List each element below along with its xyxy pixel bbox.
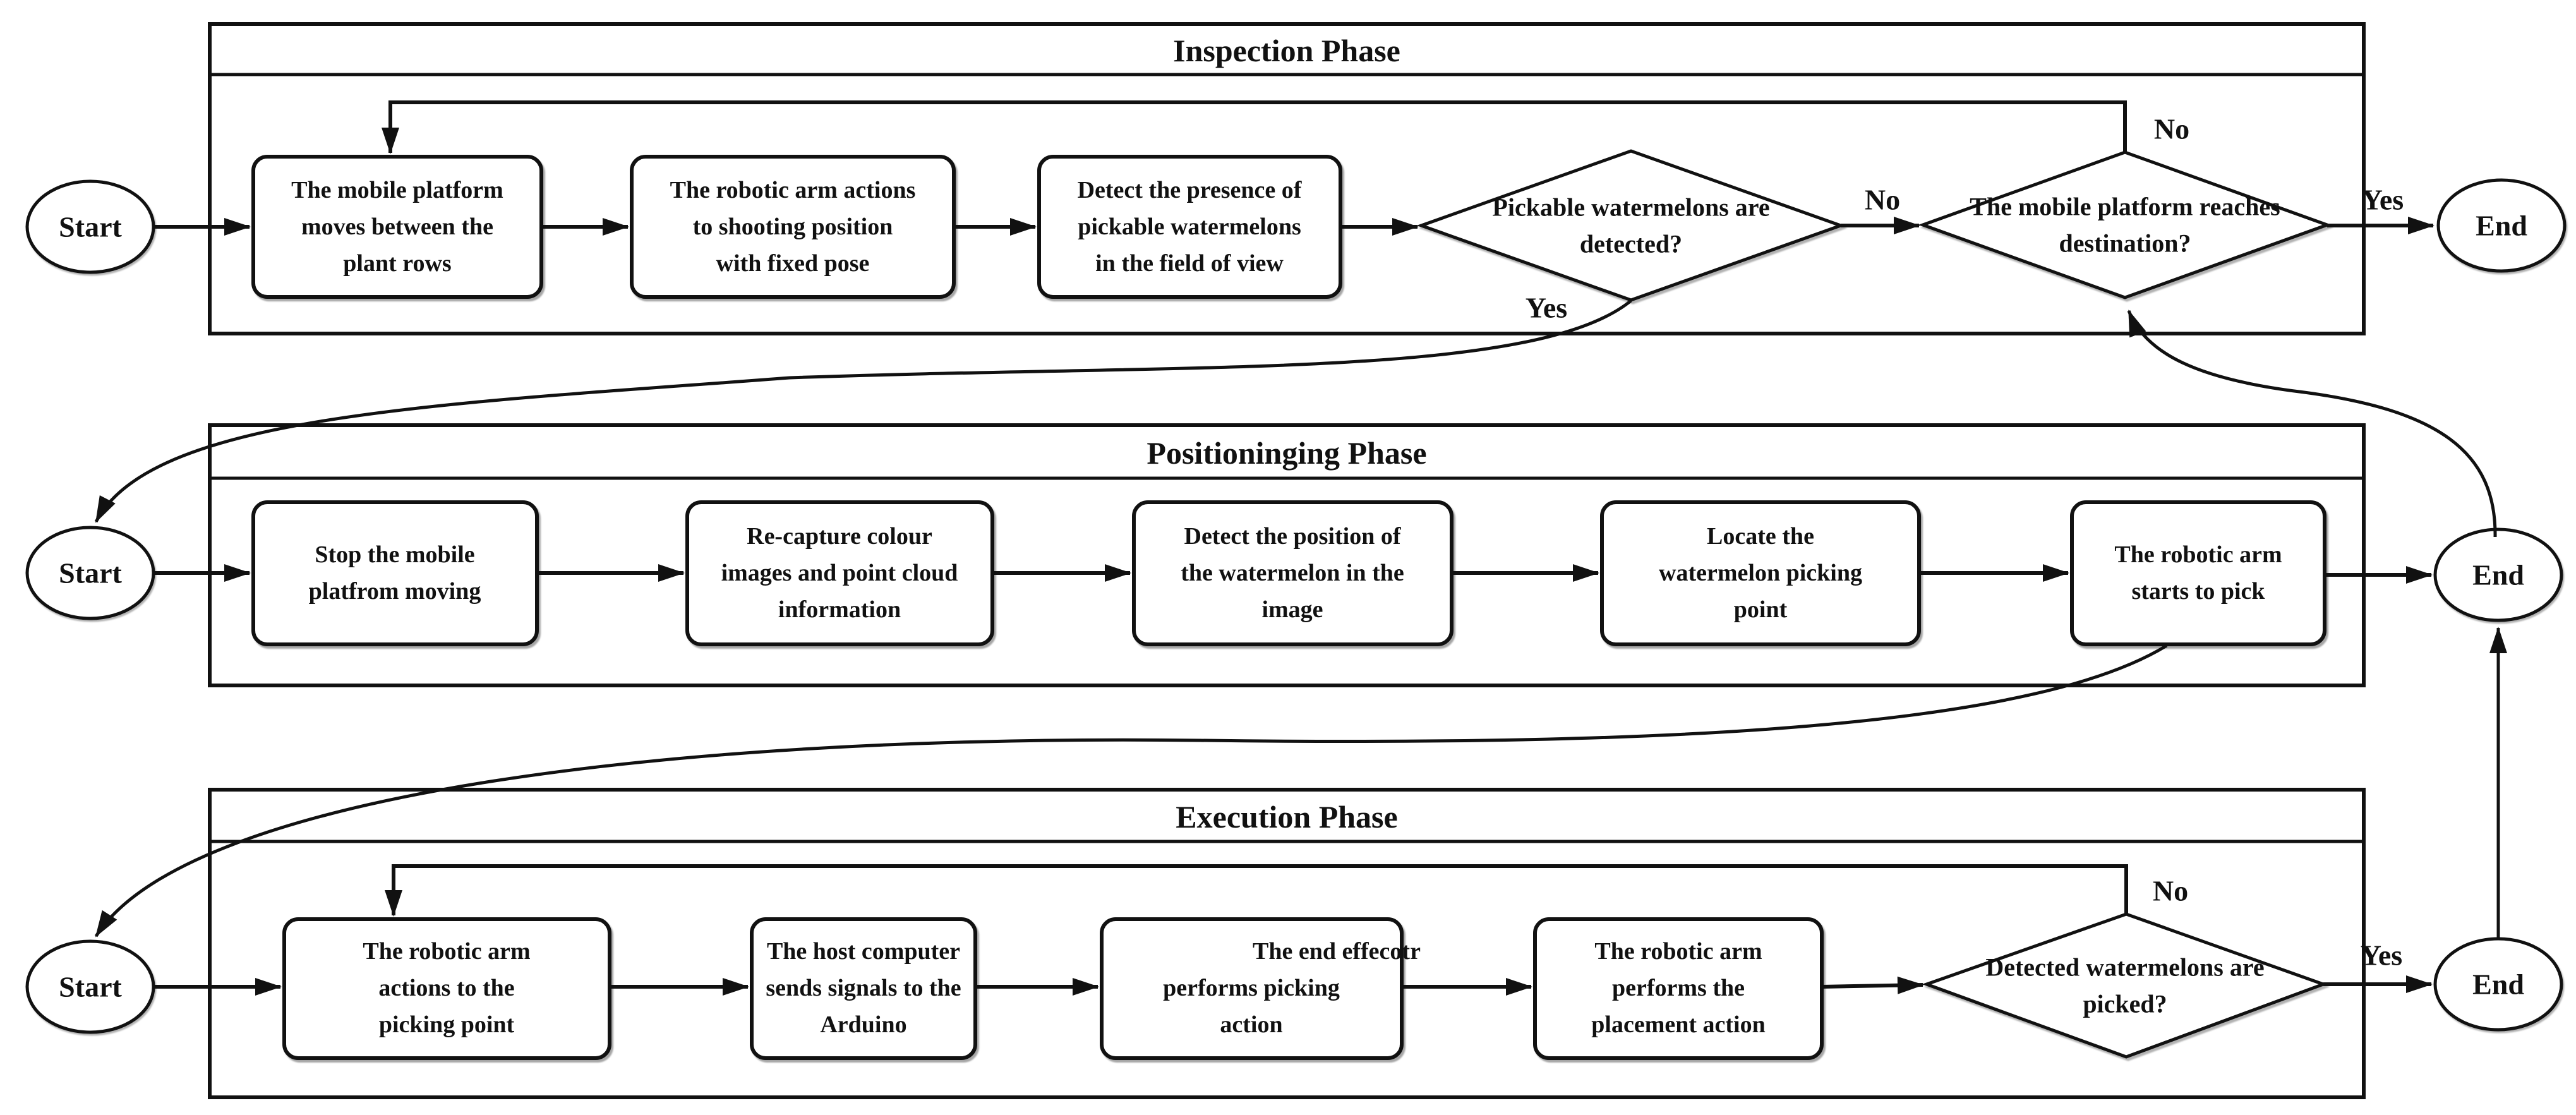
loopback-destination-no-to-box1: [382, 100, 2127, 154]
process-box-arm-shooting-position: The robotic arm actions to shooting posi…: [630, 155, 956, 299]
decision-text-line: Detected watermelons are: [1985, 953, 2264, 982]
end-label: End: [2472, 559, 2524, 591]
process-text-line: point: [1734, 596, 1788, 623]
process-box-mobile-platform-moves: The mobile platform moves between the pl…: [251, 155, 543, 299]
execution-start-terminator: Start: [25, 939, 155, 1034]
process-text-line: The end effecotr: [1253, 938, 1421, 965]
process-text-line: moves between the: [301, 214, 493, 240]
process-box-detect-presence: Detect the presence of pickable watermel…: [1037, 155, 1342, 299]
process-text-line: action: [1220, 1011, 1282, 1038]
decision-reaches-destination: The mobile platform reaches destination?: [1918, 150, 2332, 299]
process-rect: [251, 500, 539, 646]
process-box-recapture-images: Re-capture colour images and point cloud…: [685, 500, 994, 646]
process-text-line: The host computer: [767, 938, 960, 965]
process-text-line: Detect the presence of: [1078, 177, 1303, 203]
decision-text-line: detected?: [1580, 230, 1682, 258]
decision-watermelons-picked: Detected watermelons are picked?: [1922, 912, 2328, 1059]
process-text-line: watermelon picking: [1659, 560, 1862, 586]
process-box-arm-starts-pick: The robotic arm starts to pick: [2070, 500, 2326, 646]
end-ellipse: [2433, 937, 2563, 1032]
loopback-picked-no-to-arm-box: [385, 864, 2128, 917]
positioning-start-terminator: Start: [25, 526, 155, 620]
end-ellipse: [2433, 527, 2563, 622]
curve-positioning-end-to-destination-decision: [2127, 310, 2497, 538]
branch-label-yes: Yes: [1526, 292, 1567, 324]
process-text-line: Locate the: [1707, 523, 1814, 550]
process-text-line: in the field of view: [1095, 250, 1284, 277]
process-text-line: image: [1261, 596, 1323, 623]
inspection-phase-frame: [208, 22, 2366, 335]
process-text-line: platfrom moving: [309, 578, 481, 605]
decision-text-line: The mobile platform reaches: [1970, 193, 2280, 221]
process-text-line: picking point: [379, 1011, 515, 1038]
inspection-start-terminator: Start: [25, 179, 155, 274]
branch-label-no: No: [2154, 113, 2189, 145]
end-ellipse: [2436, 178, 2567, 273]
process-text-line: with fixed pose: [716, 250, 870, 277]
inspection-phase-panel: Inspection Phase: [208, 22, 2366, 335]
process-text-line: The robotic arm actions: [670, 177, 916, 203]
positioning-phase-title: Positioninging Phase: [1147, 435, 1426, 471]
process-text-line: The robotic arm: [363, 938, 530, 965]
process-text-line: actions to the: [378, 975, 514, 1001]
process-box-placement-action: The robotic arm performs the placement a…: [1533, 917, 1824, 1060]
process-text-line: information: [778, 596, 901, 623]
decision-text-line: picked?: [2083, 990, 2167, 1018]
process-box-locate-picking-point: Locate the watermelon picking point: [1600, 500, 1921, 646]
process-text-line: Arduino: [820, 1011, 906, 1038]
process-text-line: pickable watermelons: [1078, 214, 1301, 240]
process-text-line: The mobile platform: [291, 177, 503, 203]
start-label: Start: [59, 971, 122, 1003]
process-box-stop-platform: Stop the mobile platfrom moving: [251, 500, 539, 646]
positioning-phase-panel: Positioninging Phase: [208, 423, 2366, 687]
positioning-end-terminator: End: [2433, 527, 2563, 622]
execution-phase-title: Execution Phase: [1176, 799, 1397, 835]
process-text-line: Stop the mobile: [315, 541, 474, 568]
process-text-line: Re-capture colour: [747, 523, 932, 550]
process-box-end-effector-picking: The end effecotr performs picking action: [1100, 917, 1421, 1060]
process-text-line: Detect the position of: [1184, 523, 1402, 550]
arrow-placement-to-decision: [1821, 976, 1924, 994]
decision-text-line: destination?: [2059, 229, 2191, 258]
inspection-end-terminator: End: [2436, 178, 2567, 273]
positioning-phase-frame: [208, 423, 2366, 687]
process-text-line: placement action: [1591, 1011, 1765, 1038]
process-text-line: starts to pick: [2131, 578, 2265, 605]
decision-text-line: Pickable watermelons are: [1492, 193, 1769, 222]
process-text-line: to shooting position: [693, 214, 893, 240]
process-rect: [2070, 500, 2326, 646]
execution-phase-panel: Execution Phase: [208, 788, 2366, 1099]
inspection-phase-title: Inspection Phase: [1173, 33, 1400, 68]
execution-phase-frame: [208, 788, 2366, 1099]
start-label: Start: [59, 211, 122, 243]
branch-label-yes: Yes: [2362, 184, 2404, 216]
process-rect: [1533, 917, 1824, 1060]
execution-end-terminator: End: [2433, 937, 2563, 1032]
curve-pick-to-execution-start: [94, 644, 2168, 937]
branch-label-no: No: [2153, 875, 2188, 907]
process-text-line: performs the: [1612, 975, 1745, 1001]
process-text-line: performs picking: [1163, 975, 1340, 1001]
decision-pickable-detected: Pickable watermelons are detected?: [1416, 149, 1846, 302]
curve-detected-yes-to-positioning-start: [94, 299, 1632, 523]
branch-label-no: No: [1865, 184, 1900, 216]
process-text-line: images and point cloud: [721, 560, 958, 586]
process-text-line: sends signals to the: [766, 975, 961, 1001]
process-text-line: The robotic arm: [1594, 938, 1762, 965]
branch-label-yes: Yes: [2361, 939, 2402, 972]
process-text-line: the watermelon in the: [1181, 560, 1404, 586]
process-text-line: The robotic arm: [2114, 541, 2282, 568]
process-box-host-computer-signals: The host computer sends signals to the A…: [750, 917, 977, 1060]
start-label: Start: [59, 557, 122, 589]
end-label: End: [2472, 968, 2524, 1001]
process-text-line: plant rows: [343, 250, 451, 277]
process-box-arm-to-picking-point: The robotic arm actions to the picking p…: [282, 917, 611, 1060]
end-label: End: [2476, 210, 2527, 242]
process-box-detect-position: Detect the position of the watermelon in…: [1132, 500, 1454, 646]
